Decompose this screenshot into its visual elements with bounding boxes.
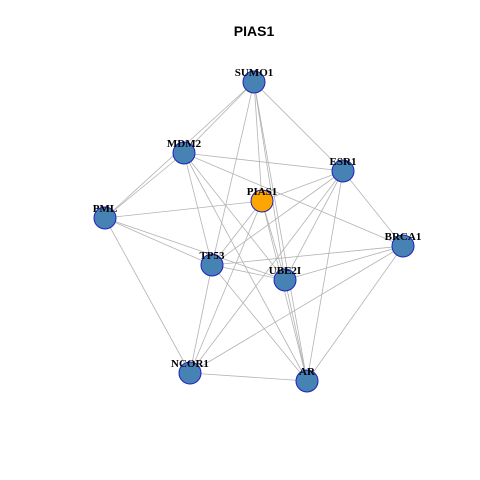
node-tp53	[200, 253, 224, 277]
edge-tp53-ar	[211, 264, 308, 382]
edges-layer	[104, 81, 404, 382]
edge-esr1-tp53	[211, 170, 344, 266]
edge-pml-ube2i	[104, 217, 286, 281]
edge-tp53-ncor1	[189, 264, 213, 374]
edge-mdm2-esr1	[183, 152, 344, 172]
edge-brca1-ncor1	[189, 245, 404, 374]
edge-pias1-pml	[104, 200, 263, 219]
edge-sumo1-ar	[253, 81, 308, 382]
node-esr1	[331, 159, 355, 183]
node-label-brca1: BRCA1	[385, 231, 422, 243]
edge-pias1-tp53	[211, 200, 263, 266]
node-mdm2	[172, 141, 196, 165]
edge-sumo1-pias1	[253, 81, 263, 202]
node-label-ube2i: UBE2I	[269, 265, 301, 277]
node-pml	[93, 206, 117, 230]
node-ube2i	[273, 268, 297, 292]
edge-sumo1-esr1	[253, 81, 344, 172]
edge-esr1-ube2i	[284, 170, 344, 281]
nodes-layer	[93, 70, 415, 393]
edge-mdm2-pml	[104, 152, 185, 219]
edge-brca1-tp53	[211, 245, 404, 266]
plot-title: PIAS1	[234, 23, 275, 39]
edge-brca1-ube2i	[284, 245, 404, 281]
edge-sumo1-ube2i	[253, 81, 286, 281]
node-label-ncor1: NCOR1	[171, 358, 209, 370]
node-label-mdm2: MDM2	[167, 138, 202, 150]
edge-ube2i-ar	[284, 279, 308, 382]
edge-mdm2-brca1	[183, 152, 404, 247]
edge-esr1-ar	[306, 170, 344, 382]
node-label-pml: PML	[93, 203, 117, 215]
node-label-esr1: ESR1	[330, 156, 357, 168]
node-ar	[295, 369, 319, 393]
edge-tp53-ube2i	[211, 264, 286, 281]
edge-pml-tp53	[104, 217, 213, 266]
edge-esr1-ncor1	[189, 170, 344, 374]
edge-mdm2-tp53	[183, 152, 213, 266]
node-label-pias1: PIAS1	[247, 186, 278, 198]
edge-ncor1-ar	[189, 372, 308, 382]
edge-pias1-esr1	[261, 170, 344, 202]
edge-sumo1-mdm2	[183, 81, 255, 154]
node-sumo1	[242, 70, 266, 94]
node-label-tp53: TP53	[199, 250, 225, 262]
edge-brca1-ar	[306, 245, 404, 382]
node-label-ar: AR	[299, 366, 316, 378]
edge-mdm2-ar	[183, 152, 308, 382]
edge-mdm2-ube2i	[183, 152, 286, 281]
node-brca1	[391, 234, 415, 258]
node-pias1	[250, 189, 274, 213]
edge-pias1-ube2i	[261, 200, 286, 281]
edge-pml-ncor1	[104, 217, 191, 374]
node-label-sumo1: SUMO1	[235, 67, 274, 79]
edge-esr1-brca1	[342, 170, 404, 247]
node-ncor1	[178, 361, 202, 385]
edge-pias1-ncor1	[189, 200, 263, 374]
